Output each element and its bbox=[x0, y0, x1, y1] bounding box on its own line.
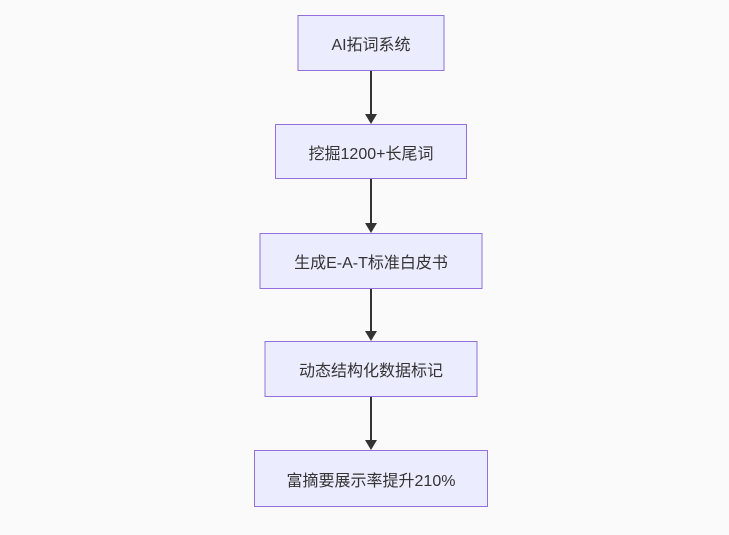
edge-line bbox=[370, 289, 372, 331]
edge-line bbox=[370, 179, 372, 223]
flow-node-ai-word-expansion: AI拓词系统 bbox=[297, 15, 445, 71]
edge-n2-n3 bbox=[365, 179, 377, 233]
flow-node-rich-snippet-result: 富摘要展示率提升210% bbox=[254, 450, 488, 507]
flow-node-label: 生成E-A-T标准白皮书 bbox=[294, 255, 448, 272]
flow-node-label: 动态结构化数据标记 bbox=[298, 363, 443, 380]
flow-node-longtail-mining: 挖掘1200+长尾词 bbox=[275, 124, 467, 179]
edge-n1-n2 bbox=[365, 71, 377, 124]
flow-node-eat-whitepaper: 生成E-A-T标准白皮书 bbox=[259, 233, 483, 289]
flow-node-label: AI拓词系统 bbox=[331, 37, 411, 54]
arrowhead-down-icon bbox=[365, 114, 377, 124]
edge-n4-n5 bbox=[365, 397, 377, 450]
arrowhead-down-icon bbox=[365, 223, 377, 233]
arrowhead-down-icon bbox=[365, 440, 377, 450]
edge-line bbox=[370, 397, 372, 440]
flow-node-structured-data-markup: 动态结构化数据标记 bbox=[264, 341, 478, 397]
edge-line bbox=[370, 71, 372, 114]
flow-node-label: 挖掘1200+长尾词 bbox=[308, 145, 434, 163]
arrowhead-down-icon bbox=[365, 331, 377, 341]
flow-node-label: 富摘要展示率提升210% bbox=[286, 472, 456, 490]
edge-n3-n4 bbox=[365, 289, 377, 341]
